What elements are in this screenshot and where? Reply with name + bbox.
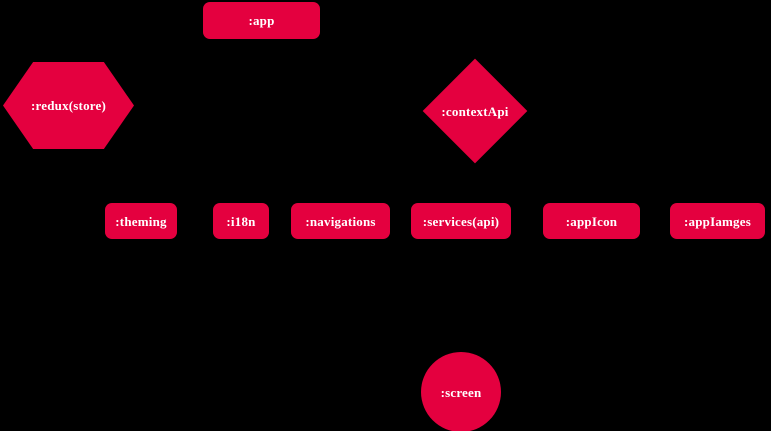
node-screen[interactable]: :screen	[421, 352, 501, 431]
node-app-iamges[interactable]: :appIamges	[670, 203, 765, 239]
node-i18n-label: :i18n	[226, 213, 256, 229]
node-app-iamges-label: :appIamges	[683, 213, 751, 229]
node-redux-store[interactable]: :redux(store)	[3, 62, 134, 149]
diamond-shape	[422, 58, 528, 164]
node-app-icon-label: :appIcon	[565, 213, 618, 229]
node-navigations[interactable]: :navigations	[291, 203, 390, 239]
node-services-api-label: :services(api)	[422, 213, 500, 229]
node-services-api[interactable]: :services(api)	[411, 203, 511, 239]
node-i18n[interactable]: :i18n	[213, 203, 269, 239]
hexagon-shape	[3, 62, 134, 149]
node-app-icon[interactable]: :appIcon	[543, 203, 640, 239]
node-navigations-label: :navigations	[305, 213, 376, 229]
node-context-api[interactable]: :contextApi	[422, 58, 528, 164]
node-screen-label: :screen	[440, 384, 482, 400]
node-theming-label: :theming	[115, 213, 167, 229]
node-theming[interactable]: :theming	[105, 203, 177, 239]
node-app-label: :app	[248, 13, 275, 28]
node-app[interactable]: :app	[203, 2, 320, 39]
